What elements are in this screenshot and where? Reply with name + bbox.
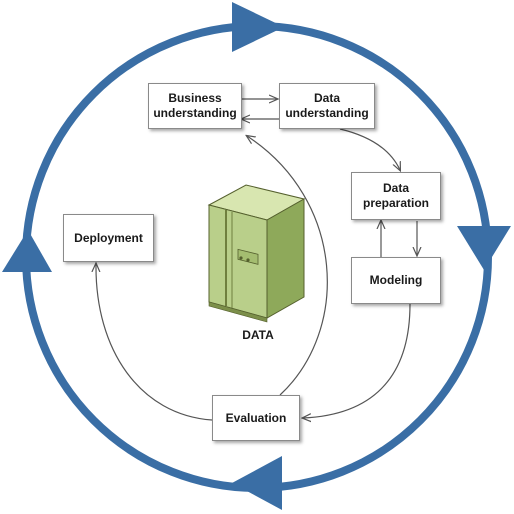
cycle-arrowhead-left xyxy=(2,230,52,272)
cycle-arrowhead-bottom xyxy=(232,456,282,510)
data-label: DATA xyxy=(242,328,274,342)
arrow-modeling-to-evaluation xyxy=(303,303,411,418)
deployment-box: Deployment xyxy=(63,214,154,262)
cycle-arrowhead-right xyxy=(457,226,511,270)
arrow-evaluation-to-deployment xyxy=(96,264,213,421)
evaluation-box: Evaluation xyxy=(212,395,300,441)
server-icon xyxy=(207,184,306,323)
modeling-box: Modeling xyxy=(351,257,441,304)
arrow-data-understanding-to-preparation xyxy=(339,128,400,170)
arrow-evaluation-to-business xyxy=(247,136,328,396)
data-preparation-box: Data preparation xyxy=(351,172,441,220)
cycle-arrowhead-top xyxy=(232,2,284,52)
business-understanding-box: Business understanding xyxy=(148,83,242,129)
data-understanding-box: Data understanding xyxy=(279,83,375,129)
